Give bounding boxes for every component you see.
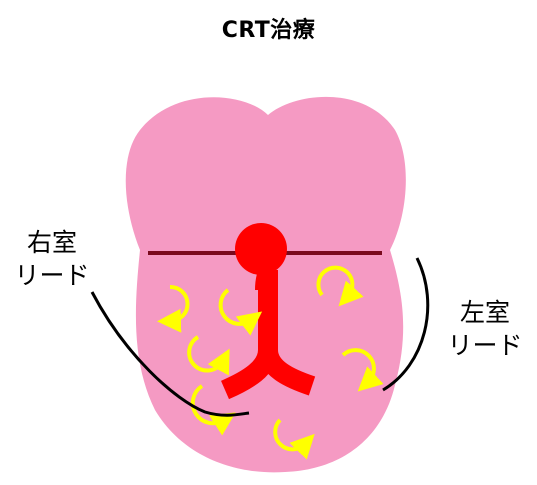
av-node — [235, 223, 287, 275]
right-ventricle-lead-label-line-1: 右室 — [26, 228, 77, 257]
right-ventricle-lead-wire — [90, 291, 250, 417]
left-ventricle-lead-label: 左室 リード — [440, 296, 530, 362]
left-ventricle-lead-wire — [382, 257, 430, 392]
clockwise-arrow-circle-icon — [157, 284, 190, 333]
right-ventricle-lead-label-line-2: リード — [14, 261, 90, 290]
clockwise-arrow-circle-icon — [190, 384, 236, 436]
clockwise-arrow-circle-icon — [316, 265, 364, 307]
right-ventricle-lead-label: 右室 リード — [8, 226, 96, 292]
clockwise-arrow-circle-icon — [273, 418, 315, 460]
left-ventricle-lead-label-line-2: リード — [447, 331, 523, 360]
diagram-title: CRT治療 — [221, 18, 316, 43]
left-ventricle-lead-label-line-1: 左室 — [459, 298, 510, 327]
conduction-right-branch — [258, 348, 316, 396]
clockwise-arrow-circle-icon — [218, 288, 263, 336]
clockwise-arrow-circle-icon — [187, 335, 230, 376]
swirl-group — [157, 265, 384, 460]
clockwise-arrow-circle-icon — [341, 348, 384, 392]
